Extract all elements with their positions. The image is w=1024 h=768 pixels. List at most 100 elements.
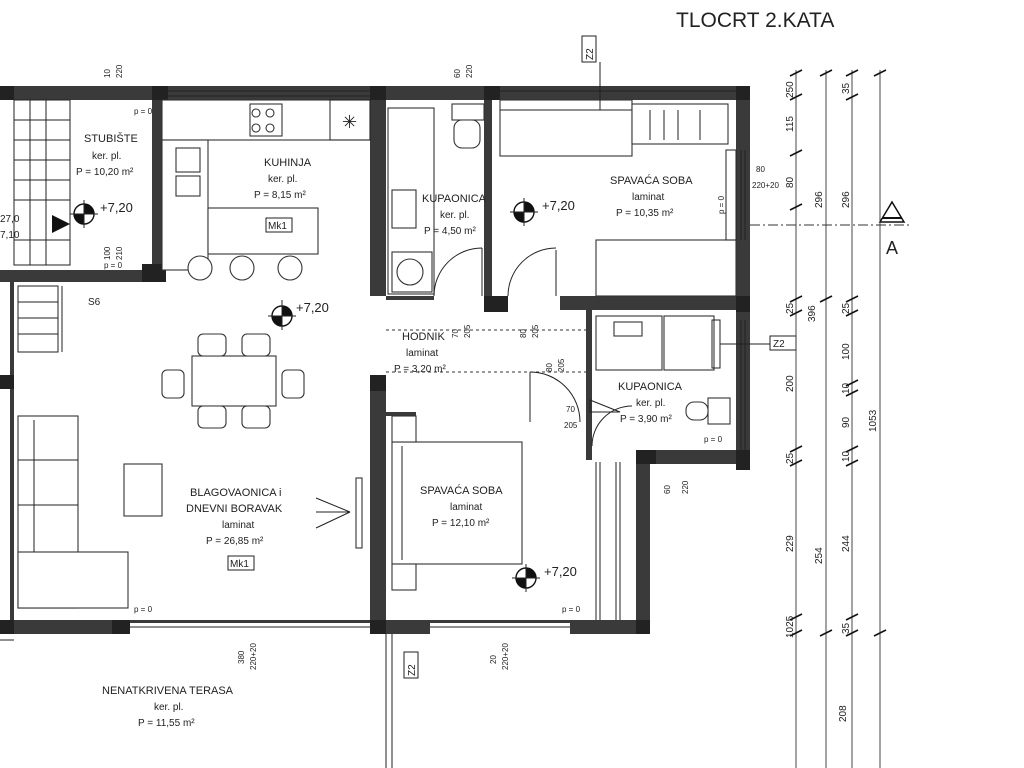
svg-text:10: 10 <box>841 382 852 394</box>
room-name-kuhinja: KUHINJA <box>264 157 312 169</box>
dimension-396: 396 <box>807 305 818 322</box>
opening-labels: 10 220 60 220 100 210 80 220+20 70 205 8… <box>103 64 779 670</box>
bedroom1-furniture <box>499 99 737 297</box>
svg-text:10: 10 <box>841 450 852 462</box>
side-level-upper: 27,0 <box>0 214 20 225</box>
room-area-hodnik: P = 3,20 m² <box>394 364 446 375</box>
svg-text:25: 25 <box>841 302 852 314</box>
elevation-marker: +7,20 <box>268 300 329 330</box>
svg-text:p = 0: p = 0 <box>134 107 153 116</box>
svg-text:220: 220 <box>465 64 474 78</box>
tag-mk1-kitchen: Mk1 <box>268 221 287 232</box>
room-floor-spavaca2: laminat <box>450 502 482 513</box>
svg-text:80: 80 <box>545 363 554 372</box>
room-floor-kuhinja: ker. pl. <box>268 174 297 185</box>
room-floor-spavaca1: laminat <box>632 192 664 203</box>
floor-marks: p = 0 p = 0 p = 0 p = 0 p = 0 p = 0 <box>104 107 726 614</box>
svg-text:p = 0: p = 0 <box>717 195 726 214</box>
svg-text:10: 10 <box>103 69 112 78</box>
svg-text:p = 0: p = 0 <box>134 605 153 614</box>
svg-text:80: 80 <box>785 176 796 188</box>
room-area-terasa: P = 11,55 m² <box>138 718 195 729</box>
room-area-spavaca2: P = 12,10 m² <box>432 518 490 529</box>
room-area-boravak: P = 26,85 m² <box>206 536 264 547</box>
svg-text:60: 60 <box>453 69 462 78</box>
svg-text:205: 205 <box>564 421 578 430</box>
room-area-spavaca1: P = 10,35 m² <box>616 208 674 219</box>
dimension-values: 250 115 80 25 200 25 229 1025 208 296 29… <box>785 81 879 722</box>
svg-text:90: 90 <box>841 416 852 428</box>
windows <box>130 90 746 628</box>
svg-text:220: 220 <box>681 480 690 494</box>
svg-text:296: 296 <box>841 191 852 208</box>
room-name-terasa: NENATKRIVENA TERASA <box>102 685 234 697</box>
bathroom1-furniture <box>387 103 485 297</box>
living-furniture <box>17 333 363 609</box>
svg-text:220: 220 <box>115 64 124 78</box>
svg-text:80: 80 <box>756 165 765 174</box>
room-labels: STUBIŠTE ker. pl. P = 10,20 m² KUHINJA k… <box>76 132 693 729</box>
svg-text:229: 229 <box>785 535 796 552</box>
svg-text:220+20: 220+20 <box>501 643 510 670</box>
columns <box>0 86 750 634</box>
svg-text:208: 208 <box>838 705 849 722</box>
section-marker-label: A <box>886 238 898 258</box>
svg-text:115: 115 <box>785 116 796 132</box>
tag-z2-top: Z2 <box>585 48 596 60</box>
svg-text:200: 200 <box>785 375 796 392</box>
tag-mk1-living: Mk1 <box>230 559 249 570</box>
svg-text:1053: 1053 <box>868 409 879 432</box>
svg-text:254: 254 <box>814 547 825 564</box>
elevation-marker: +7,20 <box>512 564 577 592</box>
room-name-spavaca1: SPAVAĆA SOBA <box>610 174 693 187</box>
svg-text:220+20: 220+20 <box>249 643 258 670</box>
room-name-stubiste: STUBIŠTE <box>84 132 138 145</box>
svg-text:205: 205 <box>557 358 566 372</box>
svg-text:100: 100 <box>841 343 852 360</box>
svg-text:60: 60 <box>663 485 672 494</box>
room-area-stubiste: P = 10,20 m² <box>76 167 134 178</box>
dimension-lines <box>789 69 887 768</box>
svg-text:✳: ✳ <box>342 112 357 132</box>
bedroom2-furniture <box>391 415 523 591</box>
section-marker: A <box>750 200 910 258</box>
svg-text:+7,20: +7,20 <box>542 198 575 213</box>
svg-text:35: 35 <box>841 622 852 634</box>
room-floor-boravak: laminat <box>222 520 254 531</box>
plan-title: TLOCRT 2.KATA <box>676 9 834 32</box>
svg-text:220+20: 220+20 <box>752 181 779 190</box>
kitchen-furniture: ✳ <box>161 99 371 281</box>
hall-furniture <box>386 329 621 423</box>
room-area-kupaonica1: P = 4,50 m² <box>424 226 476 237</box>
svg-text:244: 244 <box>841 535 852 552</box>
elevation-markers: +7,20 +7,20 +7,20 +7,20 <box>70 198 577 592</box>
svg-text:25: 25 <box>785 452 796 464</box>
svg-text:35: 35 <box>841 82 852 94</box>
room-name-kupaonica1: KUPAONICA <box>422 193 487 205</box>
room-area-kupaonica2: P = 3,90 m² <box>620 414 672 425</box>
staircase <box>13 99 71 353</box>
svg-text:1025: 1025 <box>785 615 796 638</box>
room-area-kuhinja: P = 8,15 m² <box>254 190 306 201</box>
room-floor-stubiste: ker. pl. <box>92 151 121 162</box>
svg-text:+7,20: +7,20 <box>544 564 577 579</box>
svg-text:+7,20: +7,20 <box>100 200 133 215</box>
svg-text:+7,20: +7,20 <box>296 300 329 315</box>
svg-text:p = 0: p = 0 <box>704 435 723 444</box>
svg-text:250: 250 <box>785 81 796 98</box>
svg-text:25: 25 <box>785 302 796 314</box>
room-name-kupaonica2: KUPAONICA <box>618 381 683 393</box>
room-name-boravak-1: BLAGOVAONICA i <box>190 487 282 499</box>
svg-text:80: 80 <box>519 329 528 338</box>
room-name-spavaca2: SPAVAĆA SOBA <box>420 484 503 497</box>
tag-z2-bottom: Z2 <box>407 664 418 676</box>
side-level-lower: 7,10 <box>0 230 20 241</box>
elevation-marker: +7,20 <box>510 198 575 226</box>
svg-text:p = 0: p = 0 <box>562 605 581 614</box>
tags: Mk1 Mk1 Z2 Z2 Z2 S6 <box>88 35 797 679</box>
svg-text:20: 20 <box>489 655 498 664</box>
svg-text:380: 380 <box>237 650 246 664</box>
tag-z2-right: Z2 <box>773 339 785 350</box>
svg-text:p = 0: p = 0 <box>104 261 123 270</box>
room-name-boravak-2: DNEVNI BORAVAK <box>186 503 283 515</box>
